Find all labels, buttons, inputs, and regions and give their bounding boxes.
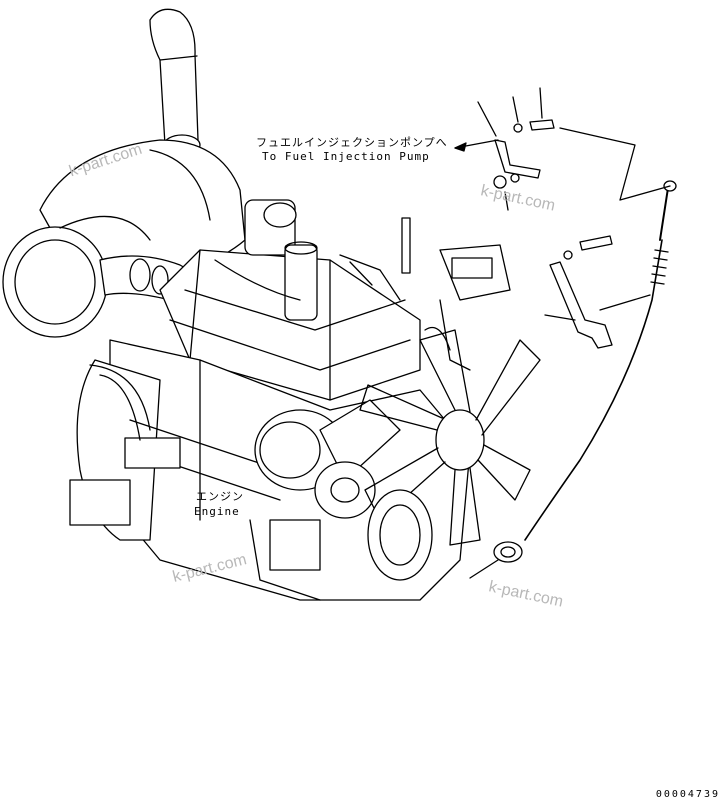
engine-block-top <box>159 199 421 401</box>
drawing-code: 00004739 <box>655 789 720 800</box>
fuel-pump-label-jp: フュエルインジェクションポンプへ <box>256 136 448 149</box>
fuel-pump-label-en: To Fuel Injection Pump <box>262 150 430 163</box>
exhaust-pipe <box>149 8 201 156</box>
alternator <box>254 399 401 519</box>
engine-label-jp: エンジン <box>196 490 244 503</box>
fuel-pump-arrowhead <box>454 142 467 152</box>
cable-bracket-lower <box>544 235 613 349</box>
fuel-filter <box>424 244 511 371</box>
throttle-cable <box>469 127 677 579</box>
cable-bracket-upper <box>477 87 555 211</box>
cooling-fan <box>359 329 541 581</box>
engine-label-en: Engine <box>194 505 240 518</box>
